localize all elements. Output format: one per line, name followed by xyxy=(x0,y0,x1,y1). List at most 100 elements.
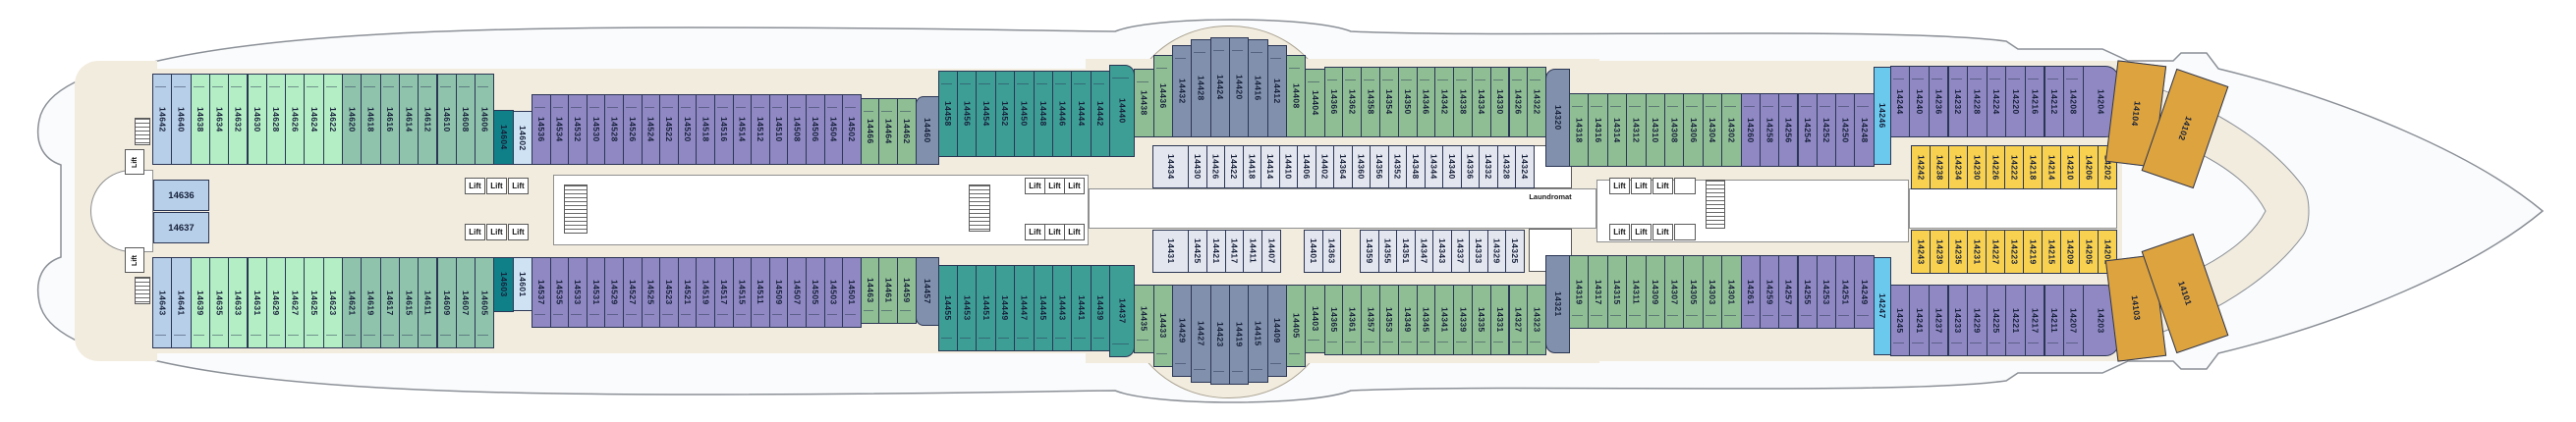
cabin-14534[interactable]: 14534 xyxy=(549,94,570,165)
cabin-14519[interactable]: 14519 xyxy=(696,257,715,328)
cabin-14463[interactable]: 14463 xyxy=(860,257,880,324)
cabin-14447[interactable]: 14447 xyxy=(1014,265,1035,351)
cabin-14444[interactable]: 14444 xyxy=(1071,71,1092,157)
cabin-14407[interactable]: 14407 xyxy=(1261,230,1281,273)
cabin-14241[interactable]: 14241 xyxy=(1909,285,1930,356)
cabin-14517[interactable]: 14517 xyxy=(714,257,734,328)
cabin-14215[interactable]: 14215 xyxy=(2042,230,2061,274)
cabin-14207[interactable]: 14207 xyxy=(2063,285,2084,356)
cabin-14526[interactable]: 14526 xyxy=(623,94,643,165)
cabin-14411[interactable]: 14411 xyxy=(1243,230,1263,273)
cabin-14360[interactable]: 14360 xyxy=(1351,145,1371,188)
cabin-14226[interactable]: 14226 xyxy=(1986,145,2005,189)
cabin-14410[interactable]: 14410 xyxy=(1278,145,1298,188)
cabin-14617[interactable]: 14617 xyxy=(379,257,400,348)
cabin-14430[interactable]: 14430 xyxy=(1188,145,1207,188)
cabin-14504[interactable]: 14504 xyxy=(823,94,844,165)
cabin-14205[interactable]: 14205 xyxy=(2079,230,2099,274)
cabin-14231[interactable]: 14231 xyxy=(1967,230,1987,274)
cabin-14206[interactable]: 14206 xyxy=(2079,145,2099,189)
cabin-14533[interactable]: 14533 xyxy=(568,257,588,328)
cabin-14408[interactable]: 14408 xyxy=(1286,55,1307,137)
cabin-14307[interactable]: 14307 xyxy=(1664,255,1685,329)
cabin-14446[interactable]: 14446 xyxy=(1052,71,1073,157)
cabin-14243[interactable]: 14243 xyxy=(1911,230,1931,274)
cabin-14227[interactable]: 14227 xyxy=(1986,230,2005,274)
cabin-14449[interactable]: 14449 xyxy=(994,265,1016,351)
cabin-14217[interactable]: 14217 xyxy=(2024,285,2045,356)
cabin-14240[interactable]: 14240 xyxy=(1909,66,1930,137)
cabin-14259[interactable]: 14259 xyxy=(1759,255,1780,329)
cabin-14602[interactable]: 14602 xyxy=(512,111,532,165)
cabin-14628[interactable]: 14628 xyxy=(265,74,287,165)
cabin-14321[interactable]: 14321 xyxy=(1545,255,1570,353)
cabin-14250[interactable]: 14250 xyxy=(1835,93,1856,167)
cabin-14257[interactable]: 14257 xyxy=(1778,255,1799,329)
cabin-14641[interactable]: 14641 xyxy=(171,257,192,348)
cabin-14435[interactable]: 14435 xyxy=(1134,285,1154,353)
cabin-14509[interactable]: 14509 xyxy=(768,257,789,328)
cabin-14614[interactable]: 14614 xyxy=(398,74,420,165)
cabin-14607[interactable]: 14607 xyxy=(455,257,476,348)
cabin-14301[interactable]: 14301 xyxy=(1721,255,1742,329)
cabin-14422[interactable]: 14422 xyxy=(1224,145,1244,188)
cabin-14234[interactable]: 14234 xyxy=(1948,145,1968,189)
cabin-14639[interactable]: 14639 xyxy=(190,257,210,348)
cabin-14309[interactable]: 14309 xyxy=(1645,255,1665,329)
cabin-14518[interactable]: 14518 xyxy=(696,94,715,165)
cabin-14256[interactable]: 14256 xyxy=(1778,93,1799,167)
cabin-14611[interactable]: 14611 xyxy=(418,257,438,348)
cabin-14619[interactable]: 14619 xyxy=(361,257,381,348)
cabin-14415[interactable]: 14415 xyxy=(1248,285,1268,383)
cabin-14214[interactable]: 14214 xyxy=(2042,145,2061,189)
cabin-14510[interactable]: 14510 xyxy=(768,94,789,165)
cabin-14209[interactable]: 14209 xyxy=(2060,230,2080,274)
cabin-14636[interactable]: 14636 xyxy=(153,180,209,211)
cabin-14347[interactable]: 14347 xyxy=(1414,230,1433,273)
cabin-14366[interactable]: 14366 xyxy=(1323,67,1344,137)
cabin-14338[interactable]: 14338 xyxy=(1453,67,1473,137)
cabin-14630[interactable]: 14630 xyxy=(247,74,267,165)
cabin-14627[interactable]: 14627 xyxy=(285,257,306,348)
cabin-14258[interactable]: 14258 xyxy=(1759,93,1780,167)
cabin-14625[interactable]: 14625 xyxy=(304,257,324,348)
cabin-14416[interactable]: 14416 xyxy=(1248,39,1268,137)
cabin-14352[interactable]: 14352 xyxy=(1387,145,1407,188)
cabin-14333[interactable]: 14333 xyxy=(1469,230,1488,273)
cabin-14336[interactable]: 14336 xyxy=(1460,145,1480,188)
cabin-14312[interactable]: 14312 xyxy=(1626,93,1647,167)
cabin-14608[interactable]: 14608 xyxy=(455,74,476,165)
cabin-14624[interactable]: 14624 xyxy=(304,74,324,165)
cabin-14523[interactable]: 14523 xyxy=(659,257,679,328)
cabin-14633[interactable]: 14633 xyxy=(228,257,249,348)
cabin-14334[interactable]: 14334 xyxy=(1471,67,1491,137)
cabin-14409[interactable]: 14409 xyxy=(1266,285,1287,377)
cabin-14616[interactable]: 14616 xyxy=(379,74,400,165)
cabin-14603[interactable]: 14603 xyxy=(493,257,514,312)
cabin-14640[interactable]: 14640 xyxy=(171,74,192,165)
cabin-14232[interactable]: 14232 xyxy=(1947,66,1969,137)
cabin-14620[interactable]: 14620 xyxy=(342,74,363,165)
cabin-14530[interactable]: 14530 xyxy=(586,94,606,165)
cabin-14348[interactable]: 14348 xyxy=(1406,145,1426,188)
cabin-14501[interactable]: 14501 xyxy=(842,257,862,328)
cabin-14332[interactable]: 14332 xyxy=(1479,145,1498,188)
cabin-14454[interactable]: 14454 xyxy=(976,71,996,157)
cabin-14208[interactable]: 14208 xyxy=(2063,66,2084,137)
cabin-14242[interactable]: 14242 xyxy=(1911,145,1931,189)
cabin-14516[interactable]: 14516 xyxy=(714,94,734,165)
cabin-14303[interactable]: 14303 xyxy=(1702,255,1723,329)
cabin-14341[interactable]: 14341 xyxy=(1434,285,1455,355)
cabin-14238[interactable]: 14238 xyxy=(1930,145,1949,189)
cabin-14609[interactable]: 14609 xyxy=(436,257,457,348)
cabin-14515[interactable]: 14515 xyxy=(732,257,753,328)
cabin-14528[interactable]: 14528 xyxy=(604,94,624,165)
cabin-14239[interactable]: 14239 xyxy=(1930,230,1949,274)
cabin-14224[interactable]: 14224 xyxy=(1986,66,2007,137)
cabin-14632[interactable]: 14632 xyxy=(228,74,249,165)
cabin-14506[interactable]: 14506 xyxy=(806,94,825,165)
cabin-14458[interactable]: 14458 xyxy=(937,71,958,157)
cabin-14345[interactable]: 14345 xyxy=(1416,285,1436,355)
cabin-14358[interactable]: 14358 xyxy=(1361,67,1381,137)
cabin-14249[interactable]: 14249 xyxy=(1854,255,1875,329)
